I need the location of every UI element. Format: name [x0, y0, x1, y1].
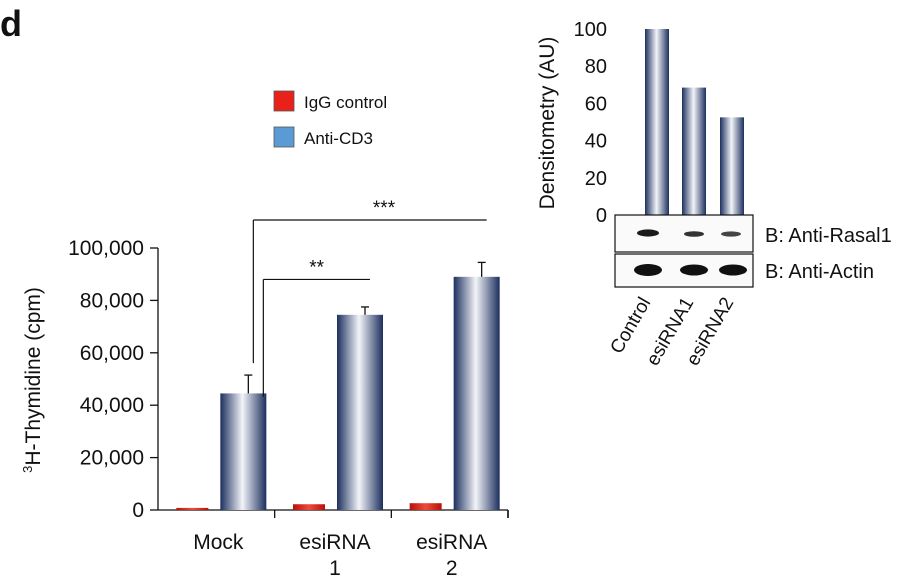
densitometry-y-tick-label: 100	[574, 19, 607, 41]
legend-label-anti-cd3: Anti-CD3	[304, 129, 373, 148]
blot-band	[634, 264, 662, 276]
blot-label-actin: B: Anti-Actin	[765, 261, 874, 283]
densitometry-y-tick-label: 80	[585, 56, 607, 78]
densitometry-y-tick-label: 0	[596, 205, 607, 227]
y-tick-label: 0	[132, 499, 144, 522]
western-blot: B: Anti-Rasal1 B: Anti-Actin	[614, 214, 892, 288]
bar-anti-cd3	[220, 393, 267, 510]
y-tick-label: 100,000	[68, 237, 144, 260]
densitometry-y-axis-label: Densitometry (AU)	[536, 37, 559, 210]
significance-label: **	[309, 257, 324, 278]
thymidine-chart: IgG control Anti-CD3 0 20,000 40,000 60,000…	[20, 90, 509, 578]
blot-label-rasal1: B: Anti-Rasal1	[765, 225, 892, 247]
bar-igg-control	[293, 504, 325, 510]
x-category-label: esiRNA	[299, 531, 370, 554]
densitometry-y-tick-label: 40	[585, 131, 607, 153]
y-axis-label: 3H-Thymidine (cpm)	[20, 287, 45, 473]
y-axis-label-superscript: 3	[20, 466, 35, 473]
x-category-label: 1	[329, 557, 341, 578]
blot-band	[637, 229, 659, 237]
bar-anti-cd3	[337, 314, 383, 510]
densitometry-bar	[720, 117, 744, 215]
y-tick-label: 60,000	[80, 342, 144, 365]
x-category-label: esiRNA	[416, 531, 487, 554]
panel-label: d	[0, 3, 22, 44]
bar-igg-control	[176, 507, 209, 510]
legend-swatch-igg	[273, 90, 295, 112]
densitometry-y-tick-label: 20	[585, 168, 607, 190]
blot-band	[680, 264, 708, 276]
bar-anti-cd3	[453, 276, 500, 510]
y-tick-label: 20,000	[80, 447, 144, 470]
blot-band	[684, 231, 704, 237]
y-tick-label: 40,000	[80, 394, 144, 417]
blot-band	[721, 231, 741, 237]
x-category-label: 2	[446, 557, 458, 578]
y-tick-label: 80,000	[80, 289, 144, 312]
legend-swatch-anti-cd3	[273, 126, 295, 148]
y-axis-label-text: H-Thymidine (cpm)	[22, 287, 45, 466]
blot-band	[719, 264, 747, 276]
x-category-label: Mock	[193, 531, 244, 554]
legend-label-igg: IgG control	[304, 93, 387, 112]
bar-igg-control	[409, 503, 442, 510]
densitometry-y-tick-label: 60	[585, 93, 607, 115]
significance-label: ***	[373, 198, 396, 219]
densitometry-bar	[645, 29, 669, 215]
legend: IgG control Anti-CD3	[273, 90, 387, 148]
densitometry-bar	[682, 87, 706, 215]
